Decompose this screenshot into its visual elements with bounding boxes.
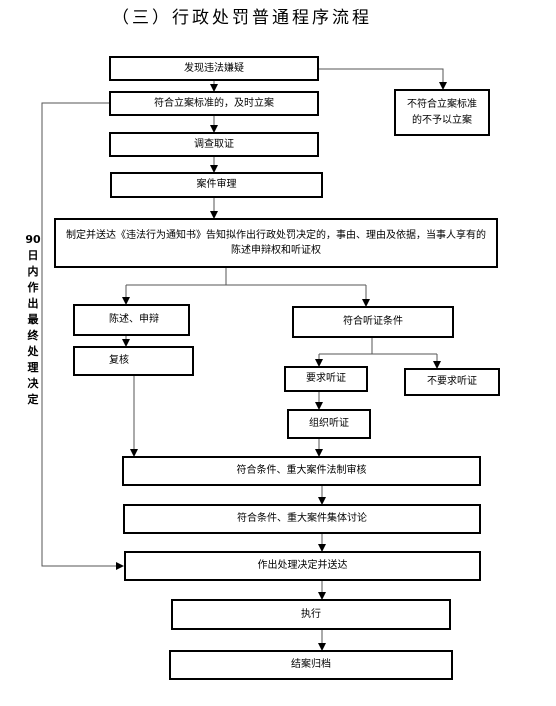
node-statement: 陈述、申辩 [73,304,190,336]
node-decide: 作出处理决定并送达 [124,551,481,581]
node-legal-review: 符合条件、重大案件法制审核 [122,456,481,486]
node-hearing-condition: 符合听证条件 [292,306,454,338]
page-title: （三）行政处罚普通程序流程 [112,8,372,28]
node-investigate: 调查取证 [109,132,319,157]
node-organize-hearing: 组织听证 [287,409,371,439]
node-request-hearing: 要求听证 [284,366,368,392]
node-close: 结案归档 [169,650,453,680]
node-collective-discussion: 符合条件、重大案件集体讨论 [123,504,481,534]
node-execute: 执行 [171,599,451,630]
node-not-file: 不符合立案标准的不予以立案 [394,89,490,136]
side-note-deadline: 90日内作出最终处理决定 [25,233,41,406]
node-notify: 制定并送达《违法行为通知书》告知拟作出行政处罚决定的，事由、理由及依据，当事人享… [54,218,498,268]
node-file-case: 符合立案标准的，及时立案 [109,91,319,116]
node-discover: 发现违法嫌疑 [109,56,319,81]
node-recheck: 复核 [73,346,194,376]
arrow-90-day-bracket [41,102,124,570]
node-review: 案件审理 [110,172,323,198]
arrow-discover-to-not-file [318,68,447,90]
node-no-request-hearing: 不要求听证 [404,368,500,396]
